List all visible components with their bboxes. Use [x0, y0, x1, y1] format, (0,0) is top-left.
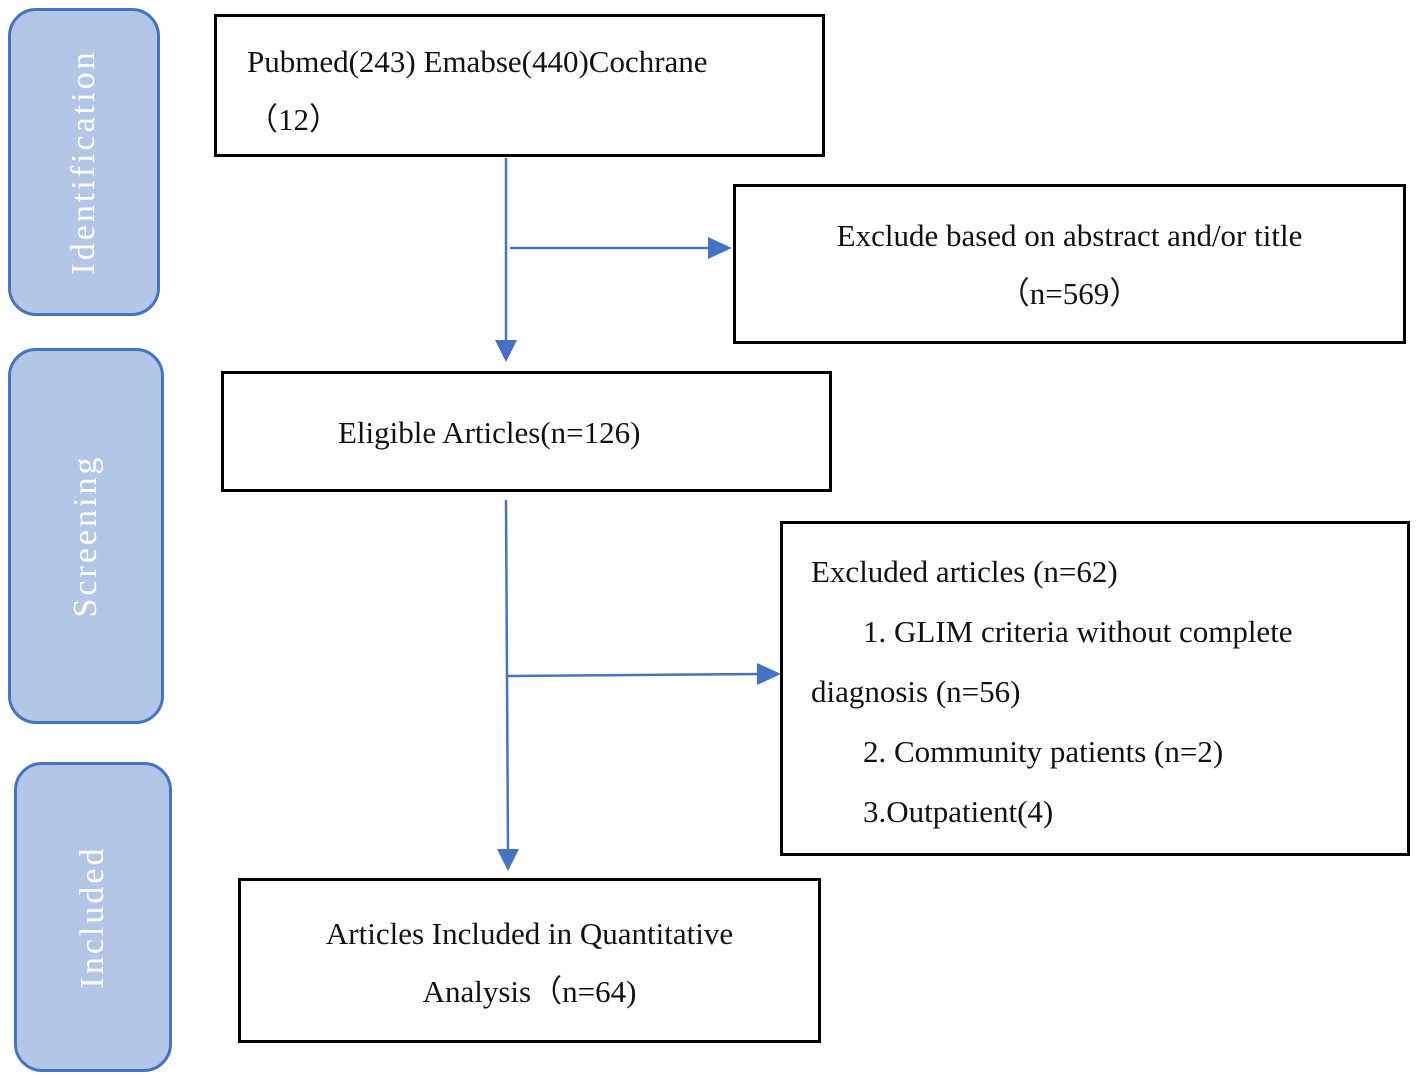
included-box: Articles Included in Quantitative Analys…	[238, 878, 821, 1043]
stage-included: Included	[14, 762, 172, 1072]
sources-box-line1: Pubmed(243) Emabse(440)Cochrane	[247, 44, 708, 79]
excluded-articles-line4: 2. Community patients (n=2)	[863, 734, 1224, 769]
excluded-articles-line1: Excluded articles (n=62)	[811, 554, 1118, 589]
arrow-to-excluded-articles	[507, 672, 761, 678]
included-line2: Analysis（n=64)	[422, 974, 637, 1009]
excluded-articles-line5: 3.Outpatient(4)	[863, 794, 1054, 829]
excluded-articles-box: Excluded articles (n=62) 1. GLIM criteri…	[780, 521, 1410, 856]
excluded-articles-line3: diagnosis (n=56)	[811, 674, 1021, 709]
stage-screening: Screening	[8, 348, 164, 724]
excluded-articles-line2: 1. GLIM criteria without complete	[863, 614, 1293, 649]
stage-identification: Identification	[8, 8, 160, 316]
sources-box-line2: （12）	[247, 102, 340, 137]
eligible-box: Eligible Articles(n=126)	[221, 371, 832, 492]
sources-box: Pubmed(243) Emabse(440)Cochrane （12）	[214, 14, 825, 157]
arrow-eligible-to-included	[504, 499, 510, 853]
included-line1: Articles Included in Quantitative	[325, 916, 734, 951]
exclude-abstract-line1: Exclude based on abstract and/or title	[836, 218, 1303, 253]
arrowhead-excluded-articles	[757, 663, 781, 685]
exclude-abstract-line2: （n=569）	[998, 276, 1141, 311]
exclude-abstract-box: Exclude based on abstract and/or title （…	[733, 184, 1406, 344]
eligible-line1: Eligible Articles(n=126)	[338, 415, 641, 450]
arrowhead-eligible	[495, 340, 517, 362]
arrowhead-included	[497, 849, 519, 871]
arrowhead-exclude-abstract	[708, 237, 732, 259]
